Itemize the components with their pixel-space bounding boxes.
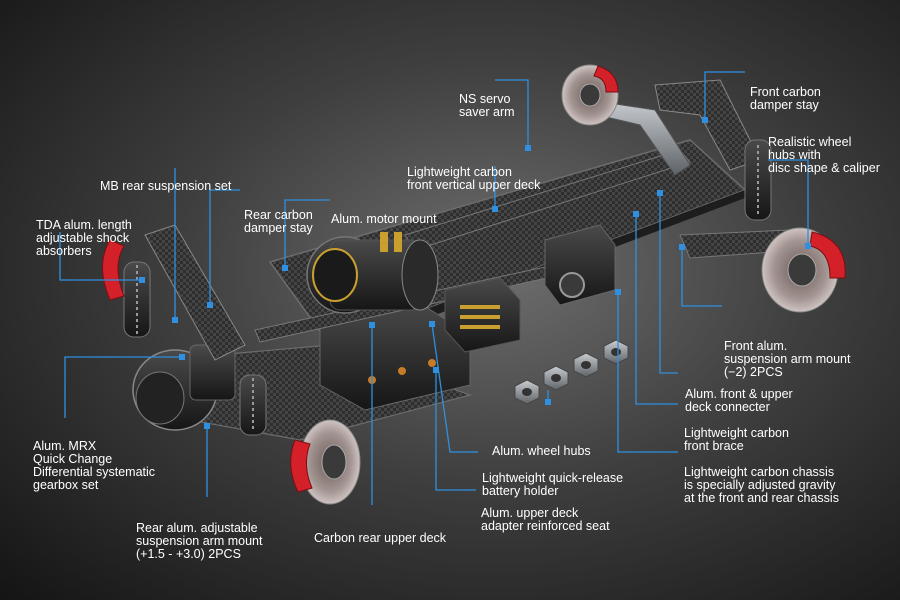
leader-alum-upper-deck-adapter-seat [435,370,476,491]
leader-lightweight-carbon-chassis [617,292,678,453]
anchor-dots [139,117,811,429]
rear-damper-stay [144,224,246,361]
loose-wheel-hubs [514,339,629,405]
rear-right-disc [290,419,361,505]
front-damper-stay [654,79,761,171]
gearbox [132,344,236,431]
rear-right-shock [239,374,267,436]
leader-front-upper-deck-connecter [659,193,678,374]
label-alum-motor-mount: Alum. motor mount [331,212,437,226]
label-carbon-rear-upper-deck: Carbon rear upper deck [314,531,447,545]
leader-lines [59,71,809,505]
leader-lightweight-carbon-front-brace [635,214,678,405]
servo [544,224,616,306]
label-front-alum-suspension-arm-mount: Front alum.suspension arm mount(−2) 2PCS [724,339,851,379]
leader-front-carbon-damper-stay [704,71,745,120]
leader-rear-carbon-damper-stay [209,189,240,305]
leader-quick-release-battery-holder [431,323,478,453]
front-left-disc [561,64,619,126]
front-right-disc [761,227,846,313]
label-mb-rear-suspension-set: MB rear suspension set [100,179,232,193]
rear-left-caliper [102,239,125,301]
esc [444,277,521,353]
leader-tda-shock-absorbers [59,232,142,281]
leader-alum-motor-mount [284,199,330,268]
leader-realistic-wheel-hubs [768,159,809,246]
leader-front-alum-suspension-arm-mount [681,247,722,307]
front-right-shock [744,139,772,221]
leader-ns-servo-saver-arm [495,79,529,148]
leader-alum-mrx-gearbox-set [64,356,182,418]
label-alum-wheel-hubs: Alum. wheel hubs [492,444,591,458]
rear-left-shock [123,261,151,338]
motor [306,232,439,314]
